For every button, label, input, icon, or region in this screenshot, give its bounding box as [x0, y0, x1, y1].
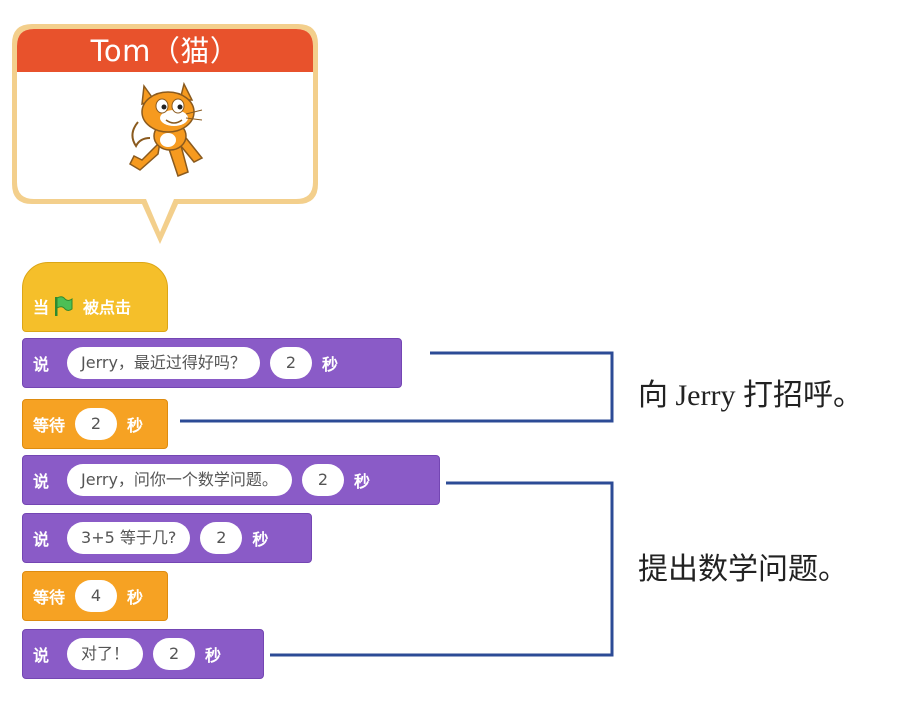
greeting-annotation: 向 Jerry 打招呼。: [638, 379, 863, 412]
sprite-name: Tom（猫）: [90, 34, 240, 68]
say-keyword: 说: [33, 355, 50, 374]
wait-keyword: 等待: [33, 588, 66, 607]
sprite-title-bar: [17, 29, 313, 72]
hat-label-when: 当: [33, 298, 50, 317]
say-block[interactable]: 说 对了！ 2 秒: [22, 629, 264, 679]
say-seconds-input[interactable]: 2: [153, 638, 196, 670]
say-text-input[interactable]: Jerry，问你一个数学问题。: [67, 464, 292, 496]
seconds-unit: 秒: [252, 530, 269, 549]
sprite-speech-card: [12, 24, 318, 244]
wait-keyword: 等待: [33, 416, 66, 435]
wait-block[interactable]: 等待 4 秒: [22, 571, 168, 621]
seconds-unit: 秒: [205, 646, 222, 665]
say-block[interactable]: 说 Jerry，问你一个数学问题。 2 秒: [22, 455, 440, 505]
hat-label-clicked: 被点击: [83, 298, 132, 317]
say-text-input[interactable]: Jerry，最近过得好吗？: [67, 347, 260, 379]
math-question-bracket: [270, 481, 614, 657]
wait-seconds-input[interactable]: 4: [75, 580, 118, 612]
say-keyword: 说: [33, 472, 50, 491]
say-text-input[interactable]: 对了！: [67, 638, 144, 670]
seconds-unit: 秒: [321, 355, 338, 374]
greeting-bracket: [180, 351, 614, 423]
green-flag-icon: [55, 296, 73, 316]
say-keyword: 说: [33, 530, 50, 549]
seconds-unit: 秒: [353, 472, 370, 491]
say-block[interactable]: 说 Jerry，最近过得好吗？ 2 秒: [22, 338, 402, 388]
wait-seconds-input[interactable]: 2: [75, 408, 118, 440]
math-question-annotation: 提出数学问题。: [638, 553, 848, 586]
say-keyword: 说: [33, 646, 50, 665]
say-seconds-input[interactable]: 2: [200, 522, 243, 554]
say-seconds-input[interactable]: 2: [269, 347, 312, 379]
say-block[interactable]: 说 3+5 等于几? 2 秒: [22, 513, 312, 563]
when-flag-clicked-block[interactable]: 当 被点击: [22, 262, 168, 332]
scratch-cat-icon: [129, 81, 204, 177]
seconds-unit: 秒: [127, 588, 144, 607]
wait-block[interactable]: 等待 2 秒: [22, 399, 168, 449]
say-text-input[interactable]: 3+5 等于几?: [67, 522, 191, 554]
say-seconds-input[interactable]: 2: [301, 464, 344, 496]
seconds-unit: 秒: [127, 416, 144, 435]
